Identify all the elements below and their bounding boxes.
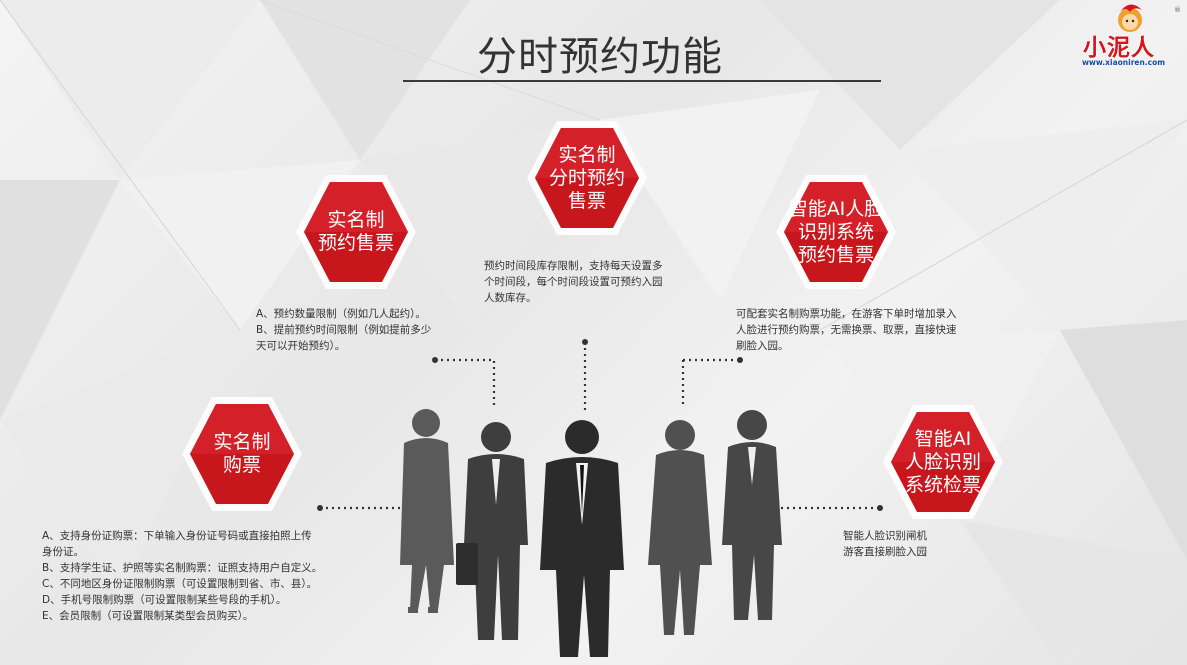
desc-line: E、会员限制（可设置限制某类型会员购买）。: [42, 610, 254, 622]
desc-line: D、手机号限制购票（可设置限制某些号段的手机）。: [42, 594, 287, 606]
page-title: 分时预约功能: [477, 34, 723, 80]
desc-line: 个时间段，每个时间段设置可预约入园: [484, 276, 663, 288]
hexagon-shape-icon: [883, 405, 1003, 519]
desc-line: C、不同地区身份证限制购票（可设置限制到省、市、县）。: [42, 578, 318, 590]
hex-label-line: 售票: [567, 189, 606, 212]
hex-label-line: 人脸识别: [904, 450, 981, 473]
hex-label-line: 预约售票: [797, 243, 874, 266]
hex-label-line: 识别系统: [797, 220, 874, 243]
feature-desc-realname-booking: A、预约数量限制（例如几人起约）。 B、提前预约时间限制（例如提前多少 天可以开…: [256, 306, 431, 354]
desc-line: 人脸进行预约购票，无需换票、取票，直接快速: [736, 324, 957, 336]
hexagon-shape-icon: [527, 121, 647, 235]
desc-line: A、支持身份证购票：下单输入身份证号码或直接拍照上传: [42, 530, 312, 542]
desc-line: 天可以开始预约）。: [256, 340, 346, 352]
desc-line: 身份证。: [42, 546, 84, 558]
hex-label-line: 实名制: [327, 209, 385, 231]
feature-hex-face-ai-checkin: 智能AI 人脸识别 系统检票: [880, 402, 1006, 522]
desc-line: 人数库存。: [484, 292, 537, 304]
feature-hex-timeslot-booking: 实名制 分时预约 售票: [524, 118, 650, 238]
desc-line: 刷脸入园。: [736, 340, 789, 352]
hex-label-line: 分时预约: [548, 166, 625, 189]
business-people-silhouettes: [400, 409, 782, 657]
desc-line: 预约时间段库存限制，支持每天设置多: [484, 260, 663, 272]
logo-name: 小泥人: [1083, 35, 1155, 61]
logo-url: www.xiaoniren.com: [1082, 58, 1166, 67]
hex-label-line: 实名制: [558, 143, 616, 166]
hex-label-line: 智能AI: [914, 427, 972, 450]
desc-line: B、支持学生证、护照等实名制购票：证照支持用户自定义。: [42, 562, 323, 574]
feature-desc-face-ai-checkin: 智能人脸识别闸机 游客直接刷脸入园: [843, 528, 927, 560]
feature-hex-realname-booking: 实名制 预约售票: [293, 172, 419, 292]
hex-label-line: 系统检票: [904, 473, 981, 496]
desc-line: 智能人脸识别闸机: [843, 530, 927, 542]
desc-line: B、提前预约时间限制（例如提前多少: [256, 324, 432, 336]
mascot-logo-icon: ®: [1118, 4, 1181, 32]
hex-label-line: 购票: [222, 454, 261, 476]
feature-desc-face-ai-booking: 可配套实名制购票功能，在游客下单时增加录入 人脸进行预约购票，无需换票、取票，直…: [736, 306, 957, 354]
feature-hex-realname-ticket: 实名制 购票: [179, 394, 305, 514]
hexagon-shape-icon: [182, 397, 302, 511]
hex-label-line: 预约售票: [317, 232, 394, 254]
hexagon-shape-icon: [776, 175, 896, 289]
hex-label-line: 智能AI人脸: [788, 197, 884, 220]
hex-label-line: 实名制: [213, 431, 271, 453]
feature-desc-timeslot-booking: 预约时间段库存限制，支持每天设置多 个时间段，每个时间段设置可预约入园 人数库存…: [484, 258, 663, 306]
desc-line: 可配套实名制购票功能，在游客下单时增加录入: [736, 308, 957, 320]
hexagon-shape-icon: [296, 175, 416, 289]
title-underline: [403, 80, 881, 82]
desc-line: 游客直接刷脸入园: [843, 546, 927, 558]
registered-mark: ®: [1174, 6, 1181, 14]
desc-line: A、预约数量限制（例如几人起约）。: [256, 308, 426, 320]
feature-hex-face-ai-booking: 智能AI人脸 识别系统 预约售票: [773, 172, 899, 292]
feature-desc-realname-ticket: A、支持身份证购票：下单输入身份证号码或直接拍照上传 身份证。 B、支持学生证、…: [42, 528, 322, 624]
